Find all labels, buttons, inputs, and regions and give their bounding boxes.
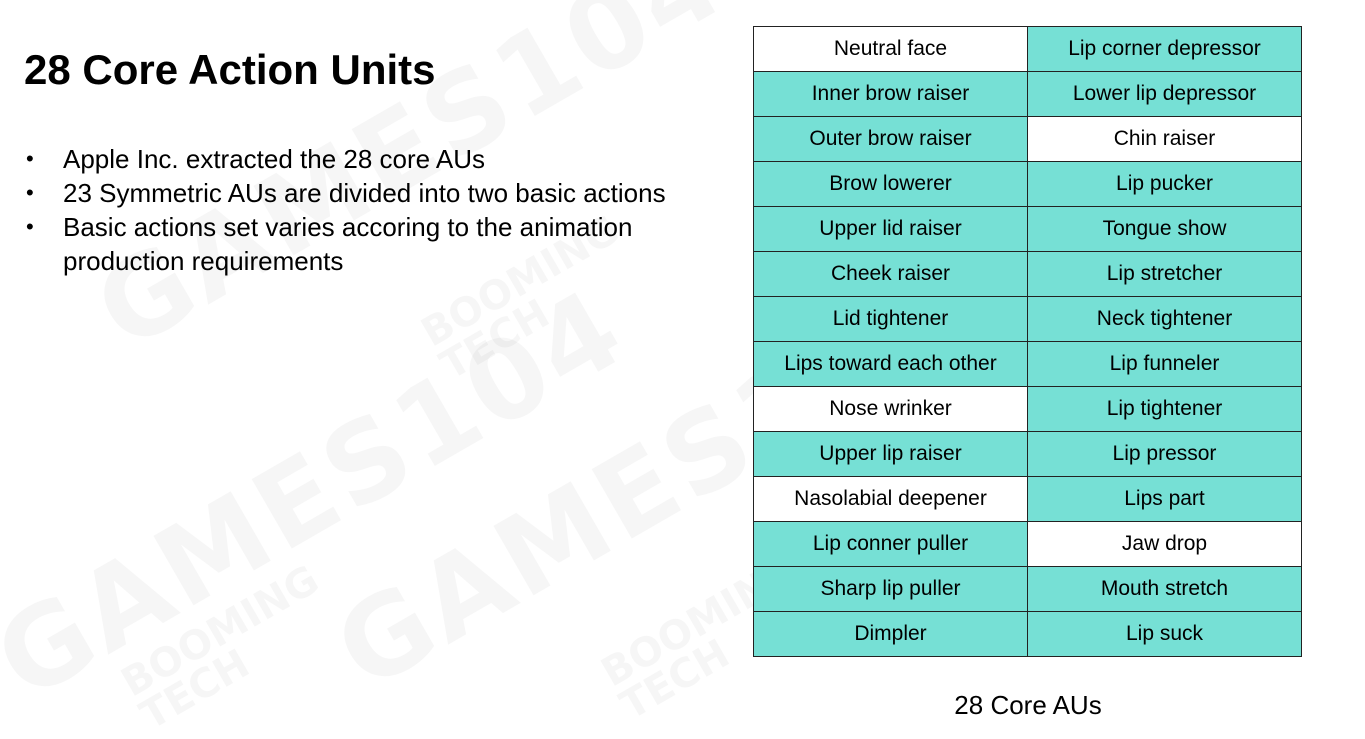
au-cell: Lip pucker [1027, 161, 1302, 207]
au-cell: Nose wrinker [753, 386, 1028, 432]
au-cell: Brow lowerer [753, 161, 1028, 207]
au-cell: Lip corner depressor [1027, 26, 1302, 72]
au-cell: Lip conner puller [753, 521, 1028, 567]
au-cell: Lip stretcher [1027, 251, 1302, 297]
bullet-item: • Basic actions set varies accoring to t… [24, 210, 704, 278]
slide-title: 28 Core Action Units [24, 46, 436, 93]
watermark-text: GAMES104 [0, 263, 646, 724]
au-cell: Lip pressor [1027, 431, 1302, 477]
bullet-list: • Apple Inc. extracted the 28 core AUs •… [24, 142, 704, 278]
au-cell: Dimpler [753, 611, 1028, 657]
bullet-item: • 23 Symmetric AUs are divided into two … [24, 176, 704, 210]
au-cell: Inner brow raiser [753, 71, 1028, 117]
bullet-text: 23 Symmetric AUs are divided into two ba… [63, 178, 666, 208]
au-cell: Tongue show [1027, 206, 1302, 252]
au-cell: Lip tightener [1027, 386, 1302, 432]
au-cell: Nasolabial deepener [753, 476, 1028, 522]
au-cell: Neck tightener [1027, 296, 1302, 342]
au-cell: Lips part [1027, 476, 1302, 522]
bullet-text: Basic actions set varies accoring to the… [63, 212, 633, 276]
bullet-icon: • [26, 180, 34, 205]
au-cell: Mouth stretch [1027, 566, 1302, 612]
au-cell: Upper lip raiser [753, 431, 1028, 477]
bullet-icon: • [26, 146, 34, 171]
au-cell: Sharp lip puller [753, 566, 1028, 612]
au-cell: Upper lid raiser [753, 206, 1028, 252]
au-cell: Lip funneler [1027, 341, 1302, 387]
au-cell: Lid tightener [753, 296, 1028, 342]
watermark-logo-text: BOOMINGTECH [116, 560, 344, 736]
au-cell: Cheek raiser [753, 251, 1028, 297]
bullet-item: • Apple Inc. extracted the 28 core AUs [24, 142, 704, 176]
bullet-text: Apple Inc. extracted the 28 core AUs [63, 144, 486, 174]
au-cell: Neutral face [753, 26, 1028, 72]
table-caption: 28 Core AUs [954, 690, 1102, 720]
au-cell: Lip suck [1027, 611, 1302, 657]
au-cell: Outer brow raiser [753, 116, 1028, 162]
bullet-icon: • [26, 214, 34, 239]
au-cell: Chin raiser [1027, 116, 1302, 162]
au-cell: Lower lip depressor [1027, 71, 1302, 117]
au-cell: Jaw drop [1027, 521, 1302, 567]
au-cell: Lips toward each other [753, 341, 1028, 387]
